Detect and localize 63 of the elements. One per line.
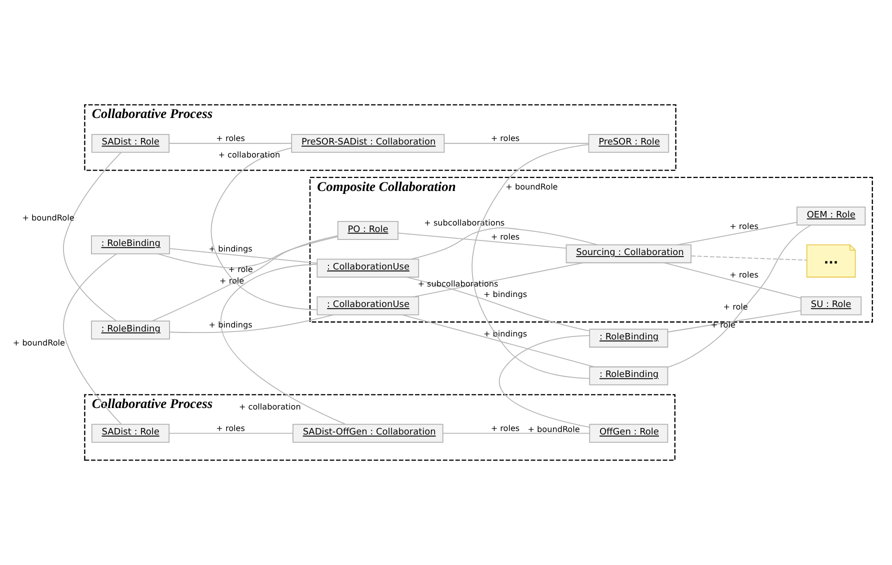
edge-label: + bindings bbox=[483, 330, 528, 339]
edge-label: + boundRole bbox=[506, 182, 558, 192]
edge-label: + boundRole bbox=[22, 213, 74, 222]
node-box: : RoleBinding bbox=[91, 235, 170, 254]
node-box: SADist : Role bbox=[91, 424, 170, 443]
connector bbox=[158, 236, 338, 268]
node-box: Sourcing : Collaboration bbox=[566, 244, 692, 264]
node-box: SADist : Role bbox=[91, 134, 170, 153]
edge-label: + role bbox=[220, 276, 244, 286]
connector bbox=[472, 144, 590, 379]
edge-label: + collaboration bbox=[238, 402, 301, 412]
connector bbox=[411, 227, 598, 260]
connector bbox=[444, 142, 589, 144]
edge-label: + role bbox=[228, 264, 253, 274]
connector bbox=[210, 147, 318, 310]
node-box: : RoleBinding bbox=[589, 328, 668, 348]
connector bbox=[406, 276, 590, 332]
edge-label: + roles bbox=[490, 424, 520, 433]
node-box: : RoleBinding bbox=[589, 366, 668, 386]
connector bbox=[220, 264, 346, 425]
connector bbox=[413, 262, 584, 298]
edge-label: + collaboration bbox=[218, 150, 280, 160]
edge-label: + bindings bbox=[483, 290, 528, 300]
node-box: : RoleBinding bbox=[91, 320, 170, 340]
connector bbox=[690, 256, 808, 261]
connector bbox=[667, 224, 812, 368]
edge-label: + bindings bbox=[208, 244, 252, 254]
connector bbox=[664, 262, 802, 299]
connector bbox=[498, 335, 590, 428]
edge-label: + roles bbox=[730, 270, 758, 280]
edge-label: + role bbox=[723, 302, 748, 312]
connector bbox=[442, 432, 590, 434]
edge-label: + roles bbox=[216, 134, 245, 143]
connector bbox=[398, 232, 566, 249]
edge-label: + role bbox=[710, 320, 736, 330]
edge-label: + roles bbox=[490, 134, 520, 143]
edge-label: + subcollaborations bbox=[418, 279, 498, 288]
edge-label: + boundRole bbox=[528, 424, 580, 434]
connector bbox=[63, 253, 122, 425]
connector bbox=[168, 432, 294, 434]
edge-label: + bindings bbox=[208, 320, 252, 330]
connector bbox=[152, 235, 338, 322]
node-box: PO : Role bbox=[337, 221, 398, 240]
connector bbox=[402, 314, 595, 368]
node-box: OffGen : Role bbox=[589, 424, 668, 443]
edge-label: + roles bbox=[216, 424, 245, 433]
node-box: : CollaborationUse bbox=[316, 258, 420, 278]
node-box: OEM : Role bbox=[796, 206, 866, 226]
connector bbox=[63, 152, 122, 322]
edge-label: + subcollaborations bbox=[424, 218, 505, 228]
edge-label: + boundRole bbox=[12, 338, 65, 348]
connector bbox=[169, 248, 318, 264]
edge-label: + roles bbox=[730, 222, 758, 231]
node-box: PreSOR : Role bbox=[588, 134, 670, 153]
node-box: PreSOR-SADist : Collaboration bbox=[291, 134, 445, 153]
node-box: SADist-OffGen : Collaboration bbox=[292, 424, 444, 443]
node-box: : CollaborationUse bbox=[316, 296, 420, 316]
node-box: SU : Role bbox=[800, 296, 862, 316]
edge-label: + roles bbox=[490, 232, 520, 242]
connector bbox=[667, 310, 802, 332]
connector bbox=[676, 222, 798, 246]
connector bbox=[168, 142, 292, 144]
connector bbox=[169, 314, 334, 334]
